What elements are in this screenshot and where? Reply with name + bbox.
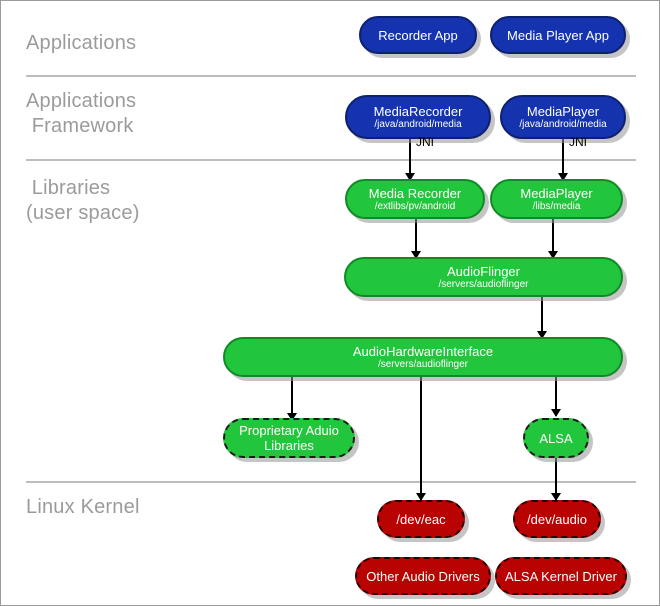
node-subtitle: /servers/audioflinger — [377, 358, 469, 370]
node-title: MediaPlayer — [526, 103, 600, 119]
arrowhead-player-to-flinger — [548, 251, 558, 259]
arrowhead-jni-recorder — [405, 173, 415, 181]
layer-label-applications-framework: Applications Framework — [26, 90, 137, 137]
connector-ahi-to-proprietary — [291, 376, 293, 422]
node-title: Media Player App — [507, 27, 609, 43]
node-mediaplayer-framework[interactable]: MediaPlayer /java/android/media — [500, 95, 626, 139]
node-subtitle: /servers/audioflinger — [438, 278, 529, 290]
connector-ahi-to-eac — [420, 376, 422, 500]
divider-framework — [26, 159, 636, 161]
arrowhead-jni-player — [558, 173, 568, 181]
node-title: AudioHardwareInterface — [352, 343, 494, 359]
node-alsa-kernel-driver[interactable]: ALSA Kernel Driver — [495, 557, 627, 595]
node-title: MediaPlayer — [520, 185, 593, 201]
connector-alsa-to-dev-audio — [555, 457, 557, 501]
arrowhead-flinger-to-ahi — [537, 331, 547, 339]
layer-label-libraries: Libraries (user space) — [26, 177, 140, 224]
node-recorder-app[interactable]: Recorder App — [359, 16, 477, 54]
connector-ahi-to-alsa — [555, 376, 557, 416]
edge-label-jni-recorder: JNI — [416, 135, 434, 149]
node-mediarecorder-framework[interactable]: MediaRecorder /java/android/media — [345, 95, 491, 139]
node-dev-audio[interactable]: /dev/audio — [513, 500, 601, 538]
node-audiohardwareinterface[interactable]: AudioHardwareInterface /servers/audiofli… — [223, 337, 623, 377]
node-media-recorder-lib[interactable]: Media Recorder /extlibs/pv/android — [345, 179, 485, 219]
connector-player-to-flinger — [552, 219, 554, 261]
node-title: Other Audio Drivers — [366, 568, 480, 584]
layer-label-applications: Applications — [26, 32, 137, 54]
node-proprietary-audio-libraries[interactable]: Proprietary Aduio Libraries — [223, 418, 355, 458]
connector-jni-recorder — [409, 139, 411, 181]
connector-flinger-to-ahi — [541, 297, 543, 341]
arrowhead-recorder-to-flinger — [411, 251, 421, 259]
node-audioflinger[interactable]: AudioFlinger /servers/audioflinger — [344, 257, 623, 297]
node-media-player-app[interactable]: Media Player App — [490, 16, 626, 54]
arrowhead-ahi-to-eac — [416, 493, 426, 501]
node-subtitle: /java/android/media — [519, 118, 607, 130]
node-title: /dev/eac — [396, 511, 446, 527]
layer-label-linux-kernel: Linux Kernel — [26, 496, 140, 518]
connector-jni-player — [562, 139, 564, 181]
node-mediaplayer-lib[interactable]: MediaPlayer /libs/media — [490, 179, 623, 219]
arrowhead-alsa-to-dev-audio — [551, 493, 561, 501]
arrowhead-ahi-to-proprietary — [287, 413, 297, 421]
node-title: Media Recorder — [368, 185, 462, 201]
node-title: ALSA — [539, 430, 573, 446]
node-title: Recorder App — [378, 27, 458, 43]
divider-applications — [26, 75, 636, 77]
node-title: ALSA Kernel Driver — [505, 568, 617, 584]
node-title: /dev/audio — [527, 511, 587, 527]
node-title: AudioFlinger — [447, 263, 520, 279]
node-subtitle: /extlibs/pv/android — [374, 200, 456, 212]
arrowhead-ahi-to-alsa — [551, 409, 561, 417]
node-other-audio-drivers[interactable]: Other Audio Drivers — [355, 557, 491, 595]
divider-libraries — [26, 481, 636, 483]
node-title: Proprietary Aduio Libraries — [239, 423, 339, 453]
connector-recorder-to-flinger — [415, 219, 417, 261]
node-alsa[interactable]: ALSA — [523, 418, 589, 458]
node-dev-eac[interactable]: /dev/eac — [377, 500, 465, 538]
edge-label-jni-player: JNI — [569, 135, 587, 149]
node-subtitle: /java/android/media — [374, 118, 462, 130]
node-title: MediaRecorder — [373, 103, 463, 119]
node-subtitle: /libs/media — [532, 200, 581, 212]
